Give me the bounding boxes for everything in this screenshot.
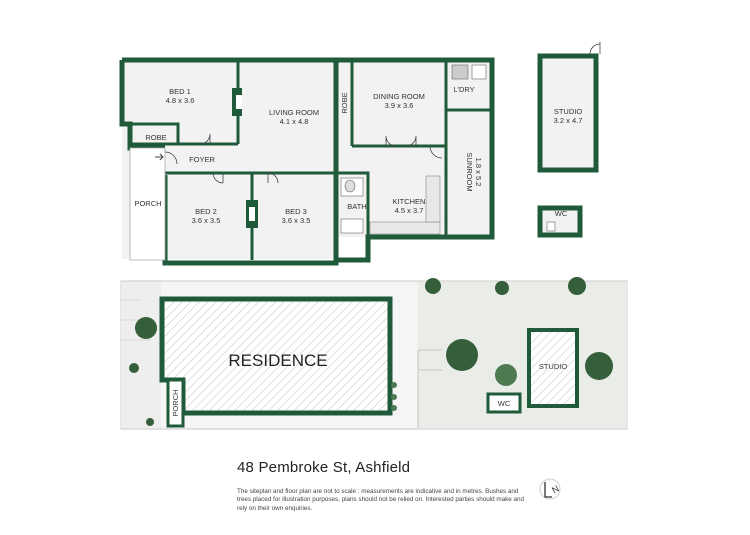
tree-icon — [425, 278, 441, 294]
wc-label: WC — [498, 399, 511, 408]
compass-icon: N — [539, 478, 561, 500]
tree-icon — [146, 418, 154, 426]
room-name: SUNROOM — [465, 152, 474, 191]
room-name: ROBE — [340, 92, 349, 113]
tree-icon — [391, 394, 397, 400]
room-name: ROBE — [145, 133, 166, 142]
tree-icon — [495, 281, 509, 295]
room-name: PORCH — [134, 199, 161, 208]
address-caption: 48 Pembroke St, Ashfield — [237, 459, 411, 476]
room-size: 3.9 x 3.6 — [385, 101, 414, 110]
room-name: DINING ROOM — [373, 92, 425, 101]
tree-icon — [391, 405, 397, 411]
tree-icon — [135, 317, 157, 339]
tree-icon — [446, 339, 478, 371]
room-name: BED 1 — [169, 87, 191, 96]
compass-letter: N — [550, 483, 561, 495]
residence-label: RESIDENCE — [228, 351, 327, 370]
disclaimer-text: The siteplan and floor plan are not to s… — [237, 488, 525, 512]
tree-icon — [391, 382, 397, 388]
room-size: 3.2 x 4.7 — [554, 116, 583, 125]
porch-label: PORCH — [171, 389, 180, 416]
tree-icon — [585, 352, 613, 380]
room-size: 4.8 x 3.6 — [166, 96, 195, 105]
tree-icon — [129, 363, 139, 373]
room-name: BATH — [347, 202, 366, 211]
room-size: 1.8 x 5.2 — [474, 158, 483, 187]
room-name: KITCHEN — [393, 197, 426, 206]
room-name: STUDIO — [554, 107, 583, 116]
room-size: 3.6 x 3.5 — [282, 216, 311, 225]
room-name: BED 2 — [195, 207, 217, 216]
room-size: 4.5 x 3.7 — [395, 206, 424, 215]
studio-label: STUDIO — [539, 362, 568, 371]
room-name: BED 3 — [285, 207, 307, 216]
room-name: WC — [555, 209, 568, 218]
site-plan: RESIDENCE PORCH STUDIO WC — [120, 277, 628, 430]
room-name: FOYER — [189, 155, 215, 164]
room-name: LIVING ROOM — [269, 108, 319, 117]
room-size: 3.6 x 3.5 — [192, 216, 221, 225]
room-name: L'DRY — [453, 85, 474, 94]
tree-icon — [495, 364, 517, 386]
room-size: 4.1 x 4.8 — [280, 117, 309, 126]
floor-plan: BED 1 4.8 x 3.6 LIVING ROOM 4.1 x 4.8 DI… — [119, 42, 601, 266]
tree-icon — [568, 277, 586, 295]
